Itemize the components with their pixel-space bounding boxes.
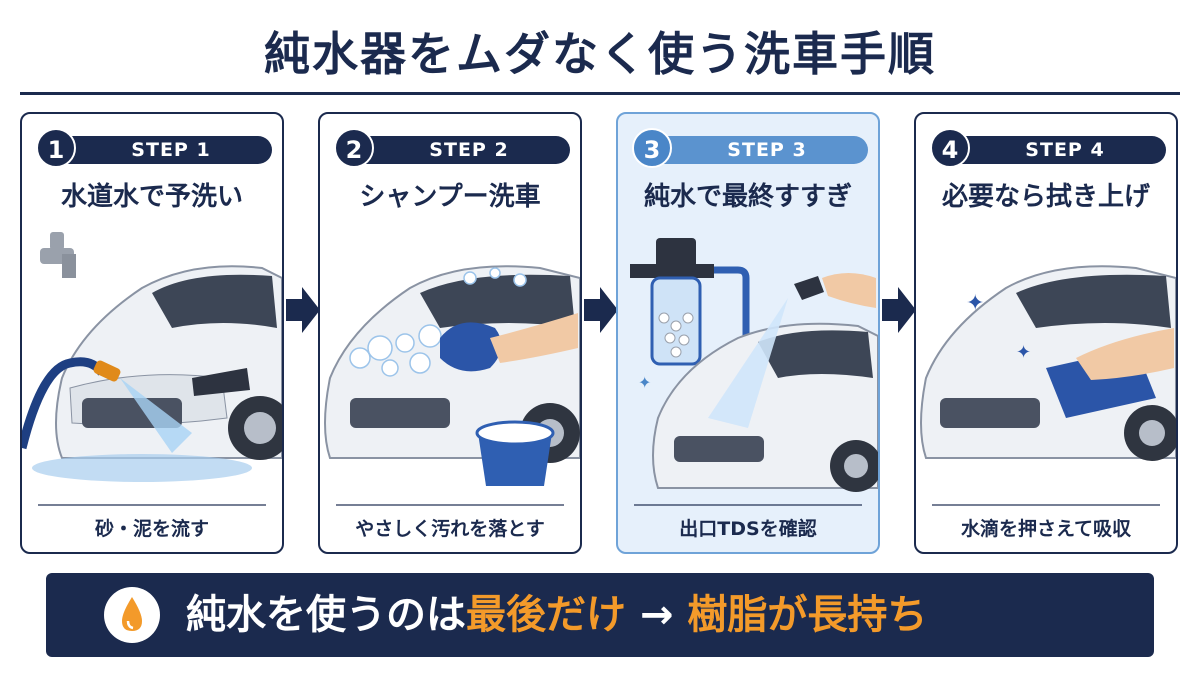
drying-illustration: ✦ ✦ — [920, 265, 1176, 461]
step-caption: 水滴を押さえて吸収 — [960, 518, 1132, 540]
water-spray-icon — [120, 378, 192, 453]
step-card-2: 2 STEP 2 シャンプー洗車 やさしく汚れを落とす — [318, 112, 582, 554]
card-divider — [932, 504, 1160, 506]
sparkle-icon: ✦ — [1016, 342, 1031, 363]
step-number: 1 — [36, 128, 76, 168]
step-number: 4 — [930, 128, 970, 168]
bucket-icon — [475, 420, 555, 486]
step-title: 水道水で予洗い — [60, 182, 243, 212]
step-bar — [952, 136, 1166, 164]
step-bar — [654, 136, 868, 164]
next-arrow-icon — [882, 287, 916, 333]
rinse-illustration: ✦ — [630, 238, 878, 492]
car-icon — [920, 265, 1176, 461]
page-title: 純水器をムダなく使う洗車手順 — [264, 27, 936, 81]
next-arrow-icon — [584, 287, 618, 333]
water-filter-icon — [630, 238, 750, 388]
step-title: シャンプー洗車 — [359, 182, 541, 212]
step-title: 純水で最終すすぎ — [643, 182, 852, 212]
step-number: 3 — [632, 128, 672, 168]
step-card-3: 3 STEP 3 純水で最終すすぎ ✦ 出口TDSを確認 — [616, 112, 880, 554]
water-spray-icon — [708, 298, 788, 428]
summary-banner: 純水を使うのは最後だけ → 樹脂が長持ち — [46, 573, 1154, 657]
hand-icon — [1076, 328, 1174, 380]
step-label: STEP 4 — [1025, 139, 1105, 161]
next-arrow-icon — [286, 287, 320, 333]
car-icon — [652, 322, 878, 492]
faucet-icon — [40, 232, 76, 278]
step-card-1: 1 STEP 1 水道水で予洗い 砂・泥を流す — [20, 112, 284, 554]
sparkle-icon: ✦ — [966, 291, 984, 316]
water-drop-icon — [104, 587, 160, 643]
hand-icon — [490, 313, 578, 363]
banner-part3: 樹脂が長持ち — [687, 592, 928, 638]
step-header: 1 STEP 1 — [36, 128, 272, 168]
step-label: STEP 1 — [131, 139, 211, 161]
foam-icon — [349, 267, 527, 377]
step-caption: 砂・泥を流す — [94, 518, 209, 540]
svg-text:✦: ✦ — [638, 373, 651, 392]
title-divider — [20, 92, 1180, 95]
shampoo-illustration — [324, 265, 580, 486]
card-divider — [336, 504, 564, 506]
banner-message: 純水を使うのは最後だけ → 樹脂が長持ち — [186, 573, 927, 657]
step-header: 4 STEP 4 — [930, 128, 1166, 168]
step-bar — [58, 136, 272, 164]
wash-mitt-icon — [440, 322, 502, 372]
step-label: STEP 3 — [727, 139, 807, 161]
banner-arrow: → — [639, 592, 674, 638]
step-card-4: 4 STEP 4 必要なら拭き上げ ✦ ✦ 水滴を押さえて吸収 — [914, 112, 1178, 554]
hose-icon — [22, 357, 106, 450]
step-caption: やさしく汚れを落とす — [355, 518, 545, 540]
banner-part2: 最後だけ — [466, 592, 626, 638]
banner-part1: 純水を使うのは — [186, 592, 466, 638]
step-header: 2 STEP 2 — [334, 128, 570, 168]
prewash-illustration — [22, 232, 282, 482]
step-caption: 出口TDSを確認 — [679, 518, 817, 540]
spray-nozzle-icon — [794, 276, 824, 300]
card-divider — [634, 504, 862, 506]
step-title: 必要なら拭き上げ — [941, 182, 1150, 212]
step-label: STEP 2 — [429, 139, 509, 161]
car-icon — [32, 265, 282, 482]
step-bar — [356, 136, 570, 164]
card-divider — [38, 504, 266, 506]
step-header: 3 STEP 3 — [632, 128, 868, 168]
hand-icon — [822, 273, 876, 308]
step-number: 2 — [334, 128, 374, 168]
